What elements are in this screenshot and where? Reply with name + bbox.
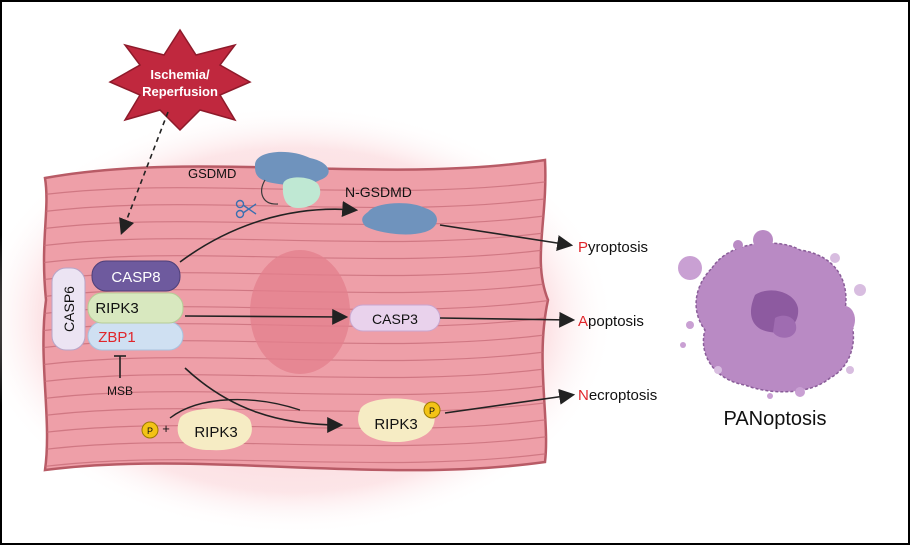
apoptosis-label: Apoptosis (578, 313, 644, 330)
scissors-icon (235, 199, 257, 219)
panoptosome-complex (51, 260, 184, 351)
casp3-label: CASP3 (372, 311, 418, 327)
nucleus (250, 250, 350, 374)
gsdmd-protein (255, 151, 329, 208)
n-gsdmd-label: N-GSDMD (345, 184, 412, 200)
pyroptosis-label: Pyroptosis (578, 239, 648, 256)
casp6-node (51, 267, 86, 351)
casp8-label: CASP8 (111, 269, 160, 286)
ripk3-free-label: RIPK3 (194, 424, 237, 441)
phosphate-label: P (147, 426, 153, 436)
phosphate-icon (141, 421, 159, 439)
panoptosis-label: PANoptosis (723, 408, 826, 430)
gsdmd-link (261, 179, 279, 205)
ripk3p-label: RIPK3 (374, 416, 417, 433)
gsdmd-label: GSDMD (188, 166, 236, 181)
casp6-label: CASP6 (61, 286, 77, 332)
cardiomyocyte (42, 158, 550, 472)
ripk3-label: RIPK3 (95, 300, 138, 317)
phospho-join-line (169, 398, 301, 419)
casp8-node (91, 260, 181, 292)
ripk3p-phosphate-icon (423, 401, 441, 419)
ripk3p-blob (358, 398, 435, 443)
ischemia-reperfusion-star (108, 28, 252, 132)
arrow-to-ripk3p (184, 367, 344, 433)
arrow-apoptosis (439, 311, 576, 328)
panoptotic-cell (678, 230, 866, 399)
ripk3-free-blob (177, 408, 252, 451)
arrow-pyroptosis (439, 224, 574, 251)
inhibition-bar (114, 355, 126, 378)
zbp1-label: ZBP1 (98, 329, 136, 346)
trigger-line2: Reperfusion (142, 84, 218, 99)
msb-label: MSB (107, 384, 133, 398)
ripk3-node (87, 292, 184, 324)
arrow-to-n-gsdmd (179, 201, 359, 263)
ripk3p-phosphate-label: P (429, 406, 435, 416)
trigger-line1: Ischemia/ (150, 67, 210, 82)
plus-sign: + (162, 421, 170, 436)
arrow-necroptosis (444, 388, 576, 414)
trigger-arrow (119, 111, 169, 235)
necroptosis-label: Necroptosis (578, 387, 657, 404)
arrow-to-casp3 (184, 308, 349, 325)
n-gsdmd-protein (362, 203, 438, 235)
